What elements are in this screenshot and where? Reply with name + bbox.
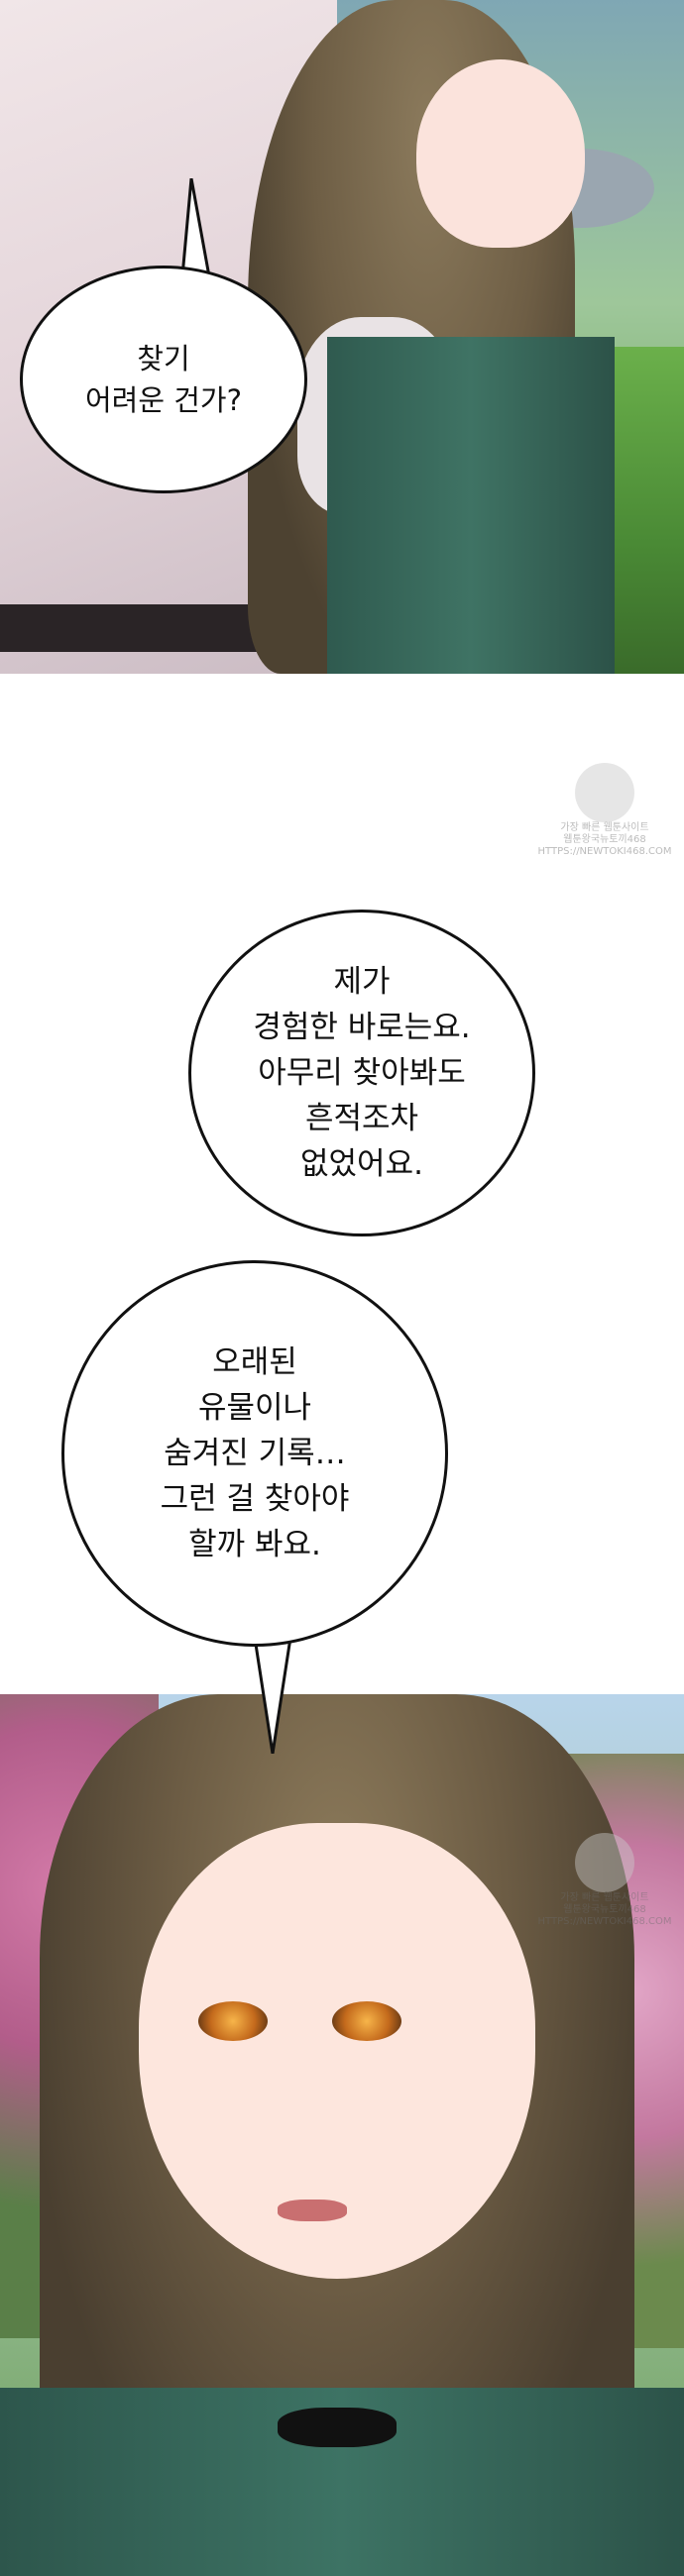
watermark-text: 가장 빠른 웹툰사이트 웹툰왕국뉴토끼468 HTTPS://NEWTOKI46… (537, 1892, 672, 1927)
speech-bubble: 찾기 어려운 건가? (20, 266, 307, 493)
dialogue-text: 제가 경험한 바로는요. 아무리 찾아봐도 흔적조차 없었어요. (253, 964, 471, 1182)
comic-panel-1 (0, 0, 684, 674)
speech-bubble: 오래된 유물이나 숨겨진 기록… 그런 걸 찾아야 할까 봐요. (61, 1260, 448, 1647)
mascot-icon (575, 1833, 634, 1892)
woman-face (416, 59, 585, 248)
woman-dress (327, 337, 615, 674)
right-eye (332, 2001, 401, 2041)
speech-bubble: 제가 경험한 바로는요. 아무리 찾아봐도 흔적조차 없었어요. (188, 910, 535, 1236)
comic-panel-2: 가장 빠른 웹툰사이트 웹툰왕국뉴토끼468 HTTPS://NEWTOKI46… (0, 1694, 684, 2576)
mascot-icon (575, 763, 634, 822)
site-watermark: 가장 빠른 웹툰사이트 웹툰왕국뉴토끼468 HTTPS://NEWTOKI46… (535, 1833, 674, 1932)
site-watermark: 가장 빠른 웹툰사이트 웹툰왕국뉴토끼468 HTTPS://NEWTOKI46… (535, 763, 674, 862)
dress-bow (278, 2408, 397, 2447)
watermark-text: 가장 빠른 웹툰사이트 웹툰왕국뉴토끼468 HTTPS://NEWTOKI46… (537, 822, 672, 857)
dialogue-text: 오래된 유물이나 숨겨진 기록… 그런 걸 찾아야 할까 봐요. (160, 1344, 350, 1562)
mouth (278, 2200, 347, 2221)
left-eye (198, 2001, 268, 2041)
dialogue-text: 찾기 어려운 건가? (84, 342, 242, 417)
